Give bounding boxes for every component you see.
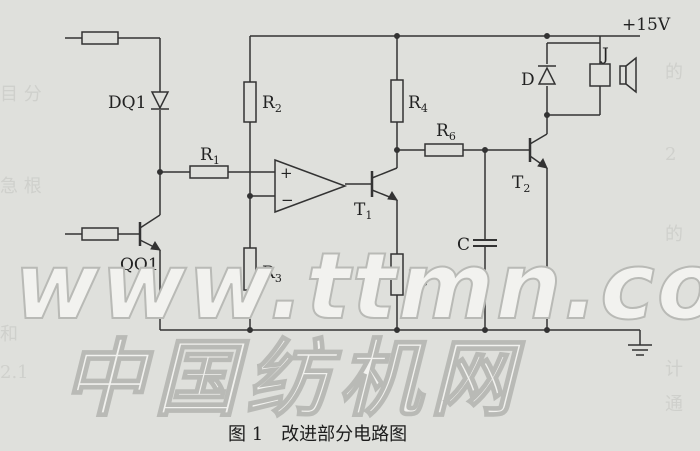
input-resistor-qq1 [81,227,119,241]
svg-text:目 分: 目 分 [0,84,42,105]
input-resistor-top [81,31,119,45]
svg-text:和: 和 [0,324,18,345]
dq1-label: DQ1 [108,93,146,113]
speaker-icon [619,56,637,94]
supply-label: +15V [622,15,671,35]
transistor-qq1 [138,214,161,251]
c-label: C [457,235,470,255]
diode-dq1 [150,91,170,110]
watermark: www.ttmn.com 中国纺机网 [13,232,700,429]
svg-text:2.1: 2.1 [0,362,29,383]
resistor-r6 [424,143,464,157]
resistor-r5 [390,253,404,296]
transistor-t2 [528,133,548,169]
figure-caption: 图 1 改进部分电路图 [228,424,407,445]
op-amp: + − [274,158,348,214]
svg-text:2: 2 [665,144,676,165]
opamp-plus-label: + [280,164,293,182]
d-label: D [521,70,535,90]
r1-label: R1 [200,145,220,167]
svg-text:的: 的 [665,62,683,83]
r4-label: R4 [408,93,428,115]
ground-icon [628,344,652,356]
transistor-t1 [370,167,398,201]
t2-label: T2 [512,173,530,195]
watermark-url: www.ttmn.com [14,233,700,340]
junction-dots [157,33,550,333]
opamp-minus-label: − [281,191,294,209]
resistor-r1 [189,165,229,179]
watermark-cn: 中国纺机网 [62,330,525,428]
svg-text:的: 的 [665,224,683,245]
resistor-r4 [390,79,404,123]
components: + − [81,31,652,356]
qq1-label: QQ1 [120,255,159,275]
r3-label: R3 [262,263,282,285]
labels: +15V DQ1 QQ1 R1 R2 R3 R4 R5 R6 T1 T2 C D… [108,15,671,289]
r6-label: R6 [436,121,456,143]
svg-text:急 根: 急 根 [0,176,42,197]
diode-d [537,65,557,85]
capacitor-c [473,239,497,247]
t1-label: T1 [354,200,372,222]
svg-text:计: 计 [665,359,683,380]
svg-text:通: 通 [665,394,683,415]
resistor-r2 [243,81,257,123]
r5-label: R5 [408,267,428,289]
resistor-r3 [243,247,257,291]
relay-coil-j [589,63,611,87]
r2-label: R2 [262,93,282,115]
j-label: J [600,45,609,65]
